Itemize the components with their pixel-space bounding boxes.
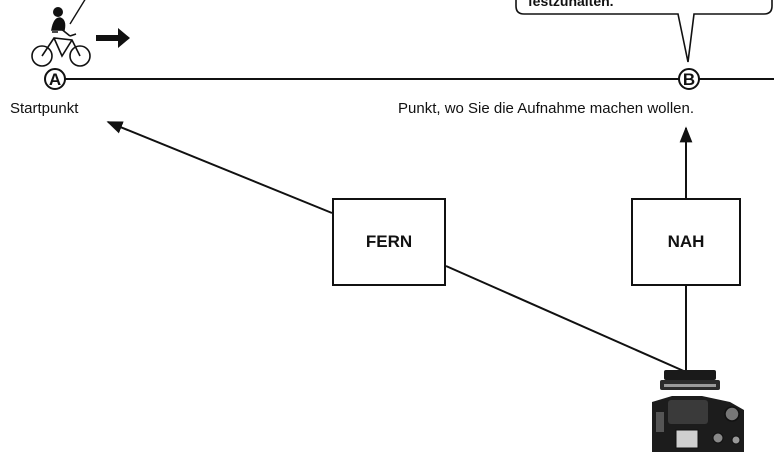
- cyclist-icon: [31, 7, 91, 67]
- far-arrow: [106, 121, 333, 214]
- near-box: NAH: [631, 198, 741, 286]
- speech-bubble-icon: [515, 0, 773, 63]
- camera-to-far-line: [445, 265, 687, 373]
- point-a-marker: A: [44, 68, 66, 90]
- point-b-label: Punkt, wo Sie die Aufnahme machen wollen…: [398, 100, 695, 117]
- point-a-label: Startpunkt: [10, 100, 79, 117]
- far-box: FERN: [332, 198, 446, 286]
- camera-icon: [652, 370, 744, 452]
- bubble-text: festzuhalten.: [528, 0, 614, 9]
- point-b-marker: B: [678, 68, 700, 90]
- near-box-label: NAH: [667, 232, 705, 251]
- arrow-right-icon: [96, 28, 130, 48]
- far-box-label: FERN: [365, 232, 413, 251]
- cyclist-bubble-tail: [69, 0, 86, 25]
